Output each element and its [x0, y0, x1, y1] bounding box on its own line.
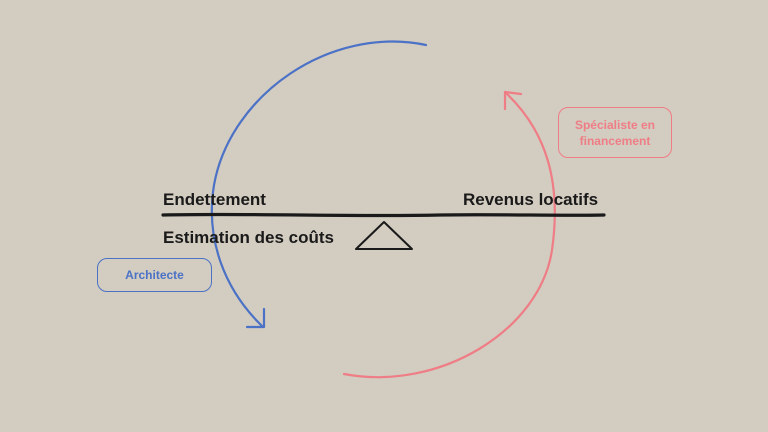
blue-cycle-arrow [210, 40, 428, 328]
finance-specialist-tag: Spécialiste en financement [558, 107, 672, 158]
blue-arrowhead [245, 307, 266, 329]
label-revenus-locatifs: Revenus locatifs [463, 190, 599, 209]
red-arrowhead [503, 90, 523, 111]
balance-beam [161, 212, 606, 218]
label-endettement: Endettement [163, 190, 266, 209]
red-cycle-arrow [342, 91, 556, 379]
architect-tag: Architecte [97, 258, 212, 292]
label-estimation-couts: Estimation des coûts [163, 228, 334, 247]
fulcrum-triangle-icon [355, 221, 413, 250]
